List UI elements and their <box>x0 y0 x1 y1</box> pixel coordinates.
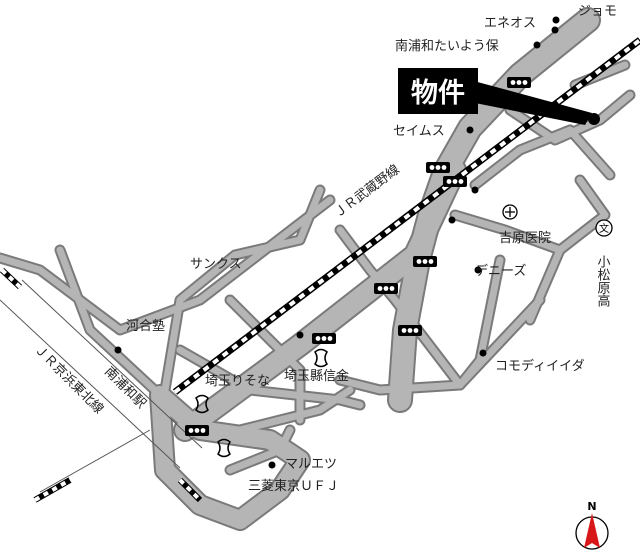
poi-label-resona: 埼玉りそな <box>205 374 270 389</box>
svg-text:文: 文 <box>599 222 609 235</box>
poi-label-nursery: 南浦和たいよう保 <box>395 38 499 54</box>
poi-dot-eneos <box>551 26 559 34</box>
keihin-tohoku-line-label: ＪＲ京浜東北線 <box>31 342 107 418</box>
poi-label-hospital: 吉原医院 <box>499 231 551 246</box>
poi-label-jomo: ジョモ <box>578 4 617 19</box>
keihin-tohoku-corridor <box>0 279 203 493</box>
poi-label-seimusu: セイムス <box>393 124 445 139</box>
school-icon: 文 <box>595 219 613 237</box>
compass-north-label: N <box>587 500 596 513</box>
traffic-signal-icon <box>426 162 450 173</box>
traffic-signal-icon <box>374 283 398 294</box>
traffic-signal-icon <box>185 425 209 436</box>
poi-dot-comodi <box>479 349 487 357</box>
poi-label-dennys: デニーズ <box>475 263 526 279</box>
poi-dot-misc <box>448 216 456 224</box>
bank-icon-mufj <box>217 438 231 458</box>
musashino-line-label: ＪＲ武蔵野線 <box>331 161 403 221</box>
poi-dot-sunkus <box>296 331 304 339</box>
property-pointer <box>470 80 592 125</box>
keihin-tohoku-railway <box>0 267 203 503</box>
traffic-signal-icon <box>312 333 336 344</box>
compass: N <box>575 500 609 550</box>
poi-label-mufj: 三菱東京ＵＦＪ <box>248 478 339 494</box>
poi-label-school: 小松原高 <box>595 255 611 307</box>
poi-dot-seimusu <box>466 126 474 134</box>
traffic-signal-icon <box>443 176 467 187</box>
poi-dot-nursery <box>533 41 541 49</box>
poi-label-shinkin: 埼玉縣信金 <box>284 368 349 384</box>
musashino-railway <box>172 37 640 395</box>
bank-icon-shinkin <box>314 348 328 368</box>
poi-label-comodi: コモディイイダ <box>495 358 585 374</box>
poi-markers <box>114 16 560 469</box>
traffic-signal-icon <box>398 325 422 336</box>
poi-dot-maruetsu <box>268 461 276 469</box>
station-plaza-road <box>151 386 309 529</box>
poi-dot-jomo <box>552 16 560 24</box>
poi-label-maruetsu: マルエツ <box>285 457 337 472</box>
minamiurawa-station-label: 南浦和駅 <box>101 364 149 412</box>
poi-dot-kawai <box>114 346 122 354</box>
poi-dot-dennys <box>474 266 482 274</box>
poi-label-sunkus: サンクス <box>190 257 242 272</box>
bank-icon-resona <box>195 394 209 414</box>
traffic-signal-icon <box>413 256 437 267</box>
traffic-signal-icon <box>507 77 531 88</box>
hospital-icon <box>502 204 518 220</box>
traffic-signals <box>185 77 531 436</box>
poi-label-kawai: 河合塾 <box>126 318 165 334</box>
poi-dot-seimusu-2 <box>471 186 479 194</box>
compass-arrow-icon <box>584 513 600 548</box>
property-label: 物件 <box>411 78 465 109</box>
bank-icons <box>195 348 328 458</box>
property-label-box <box>398 68 478 114</box>
property-marker-icon <box>588 113 600 125</box>
poi-label-eneos: エネオス <box>484 16 536 31</box>
